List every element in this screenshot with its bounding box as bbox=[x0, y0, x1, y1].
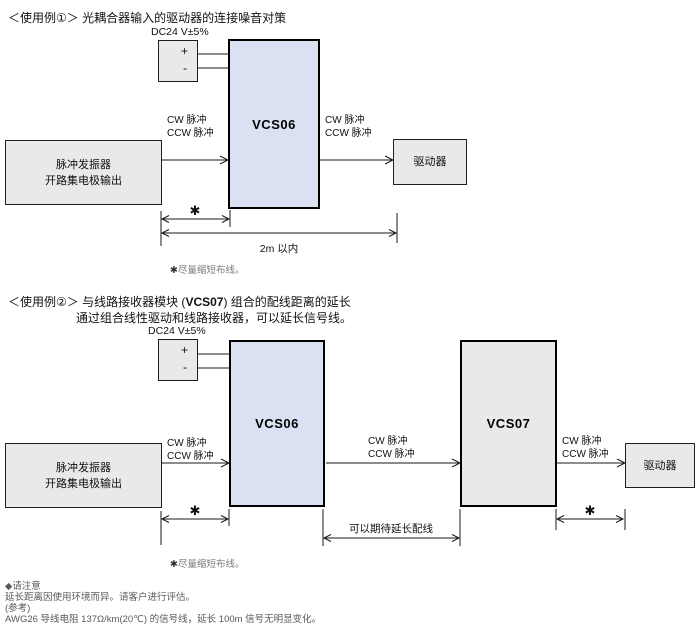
footnote-mark: ✱ bbox=[170, 559, 178, 570]
example1-input-signal-labels: CW 脉冲 CCW 脉冲 bbox=[167, 114, 214, 140]
cw-pulse-label: CW 脉冲 bbox=[167, 115, 207, 126]
example1-total-length-label: 2m 以内 bbox=[259, 243, 299, 255]
vcs06-label: VCS06 bbox=[255, 416, 299, 431]
ccw-pulse-label: CCW 脉冲 bbox=[562, 449, 609, 460]
pulse-generator-line1: 脉冲发振器 bbox=[56, 461, 111, 474]
caution-line3: AWG26 导线电阻 137Ω/km(20℃) 的信号线，延长 100m 信号无… bbox=[5, 614, 322, 625]
example1-power-supply-box: + - bbox=[158, 40, 198, 82]
caution-line2: (参考) bbox=[5, 603, 31, 614]
footnote-mark: ✱ bbox=[170, 265, 178, 276]
example1-short-wiring-mark: ✱ bbox=[189, 203, 201, 218]
example2-driver-box: 驱动器 bbox=[625, 443, 695, 488]
ccw-pulse-label: CCW 脉冲 bbox=[167, 128, 214, 139]
example2-input-signal-labels: CW 脉冲 CCW 脉冲 bbox=[167, 437, 214, 463]
cw-pulse-label: CW 脉冲 bbox=[368, 436, 408, 447]
example1-title: ＜使用例①＞ 光耦合器输入的驱动器的连接噪音对策 bbox=[8, 11, 287, 25]
ccw-pulse-label: CCW 脉冲 bbox=[167, 451, 214, 462]
driver-label: 驱动器 bbox=[413, 156, 447, 168]
example2-title-model: VCS07 bbox=[185, 295, 224, 309]
example2-vcs06-module-box: VCS06 bbox=[229, 340, 325, 507]
example2-extension-label: 可以期待延长配线 bbox=[349, 523, 433, 535]
plus-terminal-label: + bbox=[180, 44, 188, 58]
ccw-pulse-label: CCW 脉冲 bbox=[325, 128, 372, 139]
vcs06-label: VCS06 bbox=[252, 116, 296, 132]
minus-terminal-label: - bbox=[183, 61, 187, 75]
example2-output-signal-labels: CW 脉冲 CCW 脉冲 bbox=[562, 435, 609, 461]
example1-psu-voltage-label: DC24 V±5% bbox=[151, 26, 209, 38]
caution-notes: ◆请注意 延长距离因使用环境而异。请客户进行评估。 (参考) AWG26 导线电… bbox=[5, 581, 321, 625]
example1-output-signal-labels: CW 脉冲 CCW 脉冲 bbox=[325, 114, 372, 140]
example1-pulse-generator-box: 脉冲发振器 开路集电极输出 bbox=[5, 140, 162, 205]
example2-title-pre: ＜使用例②＞ 与线路接收器模块 ( bbox=[8, 295, 186, 309]
example2-pulse-generator-box: 脉冲发振器 开路集电极输出 bbox=[5, 443, 162, 508]
caution-heading: ◆请注意 bbox=[5, 581, 41, 592]
caution-line1: 延长距离因使用环境而异。请客户进行评估。 bbox=[5, 592, 196, 603]
example2-subtitle: 通过组合线性驱动和线路接收器，可以延长信号线。 bbox=[76, 311, 353, 325]
example1-footnote: ✱尽量缩短布线。 bbox=[170, 262, 244, 276]
footnote-text: 尽量缩短布线。 bbox=[177, 265, 245, 276]
example1-driver-box: 驱动器 bbox=[393, 139, 467, 185]
example2-psu-voltage-label: DC24 V±5% bbox=[148, 325, 206, 337]
minus-terminal-label: - bbox=[183, 360, 187, 374]
cw-pulse-label: CW 脉冲 bbox=[167, 438, 207, 449]
example2-power-supply-box: + - bbox=[158, 339, 198, 381]
driver-label: 驱动器 bbox=[643, 459, 677, 472]
cw-pulse-label: CW 脉冲 bbox=[325, 115, 365, 126]
example2-short-wiring-mark-left: ✱ bbox=[189, 503, 201, 518]
example2-title-post: ) 组合的配线距离的延长 bbox=[223, 295, 351, 309]
example2-vcs07-module-box: VCS07 bbox=[460, 340, 557, 507]
pulse-generator-line2: 开路集电极输出 bbox=[45, 174, 122, 187]
example1-vcs06-module-box: VCS06 bbox=[228, 39, 320, 209]
pulse-generator-line2: 开路集电极输出 bbox=[45, 477, 122, 490]
footnote-text: 尽量缩短布线。 bbox=[177, 559, 245, 570]
example2-short-wiring-mark-right: ✱ bbox=[584, 503, 596, 518]
pulse-generator-line1: 脉冲发振器 bbox=[56, 158, 111, 171]
example2-mid-signal-labels: CW 脉冲 CCW 脉冲 bbox=[368, 435, 415, 461]
vcs07-label: VCS07 bbox=[486, 416, 531, 431]
example2-footnote: ✱尽量缩短布线。 bbox=[170, 556, 244, 570]
cw-pulse-label: CW 脉冲 bbox=[562, 436, 602, 447]
example2-title: ＜使用例②＞ 与线路接收器模块 (VCS07) 组合的配线距离的延长 bbox=[8, 293, 351, 310]
plus-terminal-label: + bbox=[180, 343, 188, 357]
ccw-pulse-label: CCW 脉冲 bbox=[368, 449, 415, 460]
